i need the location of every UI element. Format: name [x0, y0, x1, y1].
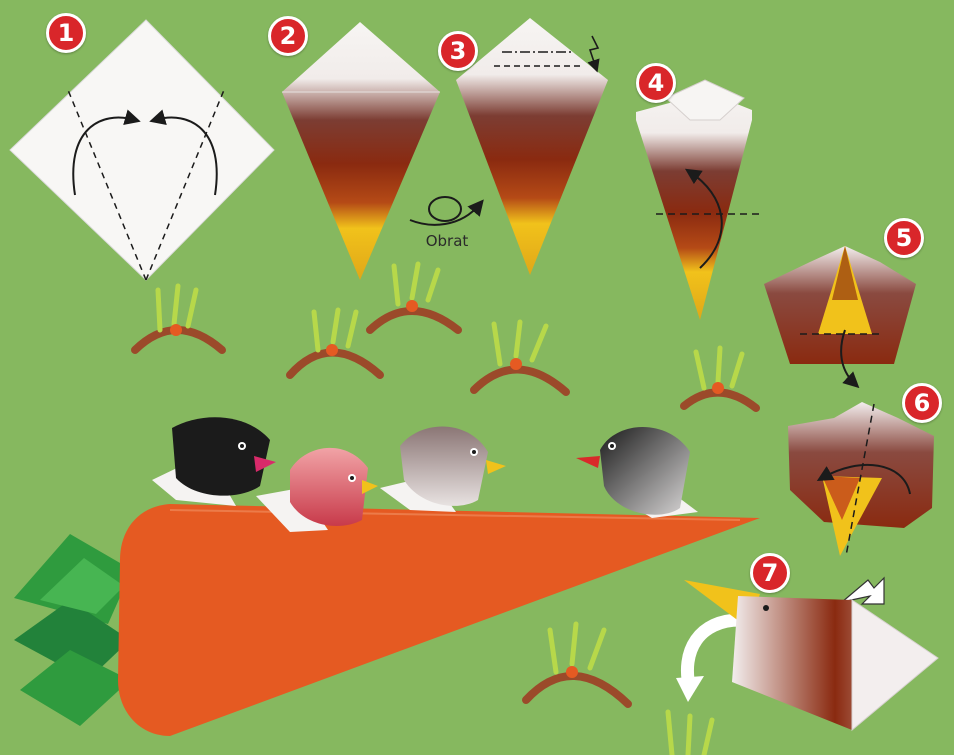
bird-black-grey	[576, 427, 698, 518]
turn-over-symbol	[409, 196, 484, 226]
step-5-diagram	[764, 246, 916, 389]
step-6-badge: 6	[902, 383, 942, 423]
grass-sprout	[286, 307, 384, 379]
hint-arrow-into-step-7	[841, 576, 885, 605]
step-5-badge: 5	[884, 218, 924, 258]
bird-pink	[256, 447, 378, 532]
grass-sprout-partial	[665, 709, 715, 755]
step-4-diagram	[636, 79, 760, 320]
step-1-badge: 1	[46, 13, 86, 53]
step-4-badge: 4	[636, 63, 676, 103]
step-6-diagram	[788, 402, 934, 557]
bird-grey	[380, 426, 506, 512]
step-1-diagram	[9, 19, 275, 281]
step-2-diagram	[282, 22, 440, 280]
hint-arrow-curved	[676, 613, 741, 702]
grass-sprout	[470, 319, 570, 396]
grass-sprout	[680, 345, 760, 412]
step-2-badge: 2	[268, 16, 308, 56]
grass-sprout	[131, 283, 226, 354]
bird-black-head	[152, 417, 276, 506]
turn-over-label: Obrat	[425, 232, 469, 250]
step-3-diagram	[456, 18, 608, 275]
carrot-leaves	[14, 534, 132, 726]
step-7-diagram	[684, 580, 939, 732]
grass-sprout	[522, 621, 632, 708]
step-3-badge: 3	[438, 31, 478, 71]
step-7-badge: 7	[750, 553, 790, 593]
carrot	[118, 504, 760, 736]
grass-sprout	[366, 261, 462, 334]
